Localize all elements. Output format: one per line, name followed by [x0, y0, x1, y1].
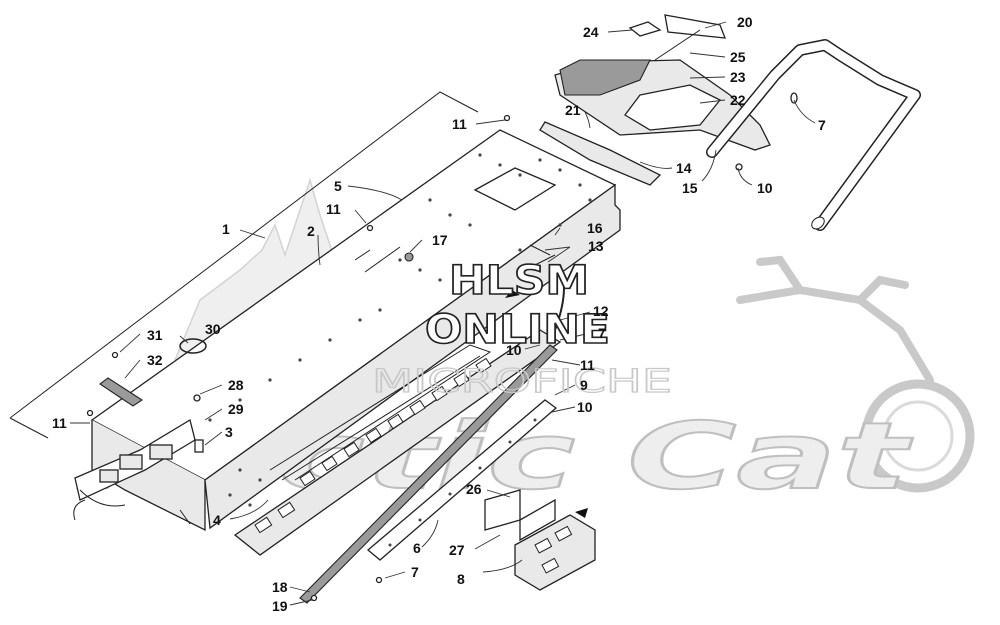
callout-24: 24: [583, 24, 599, 40]
callout-1: 1: [222, 221, 230, 237]
callout-25: 25: [730, 49, 746, 65]
callout-28: 28: [228, 377, 244, 393]
callout-labels: 1 2 3 4 5 6 7 7 7 8 9 10 10 10 11 11 11 …: [52, 14, 826, 614]
callout-10a: 10: [757, 180, 773, 196]
callout-7a: 7: [818, 117, 826, 133]
leader-lines: [70, 21, 816, 606]
callout-26: 26: [466, 481, 482, 497]
plug-17: [404, 252, 414, 262]
callout-20: 20: [737, 14, 753, 30]
callout-6: 6: [413, 540, 421, 556]
callout-12: 12: [593, 303, 609, 319]
tunnel-assembly: [90, 129, 621, 532]
callout-9: 9: [580, 377, 588, 393]
item-1-outline: [9, 91, 479, 439]
callout-27: 27: [449, 542, 465, 558]
callout-23: 23: [730, 69, 746, 85]
callout-7b: 7: [598, 325, 606, 341]
grab-bar: [706, 39, 921, 231]
callout-11b: 11: [326, 201, 341, 217]
ring-clamp-30: [179, 338, 207, 354]
callout-2: 2: [307, 223, 315, 239]
callout-15: 15: [682, 180, 698, 196]
running-board: [233, 329, 562, 556]
callout-11a: 11: [452, 116, 467, 132]
strip-31: [99, 377, 144, 407]
seat-assembly: [539, 14, 771, 186]
harness-cluster: [73, 394, 204, 521]
callout-17: 17: [432, 232, 448, 248]
callout-11d: 11: [580, 357, 595, 373]
hlsm-watermark: HLSM ONLINE MICROFICHE: [371, 257, 672, 400]
callout-31: 31: [147, 327, 163, 343]
callout-11c: 11: [52, 415, 67, 431]
callout-3: 3: [225, 424, 233, 440]
callout-10c: 10: [577, 399, 593, 415]
callout-16: 16: [587, 220, 603, 236]
watermark-line1: HLSM: [449, 258, 589, 304]
callout-19: 19: [272, 598, 288, 614]
side-rails: [299, 344, 558, 604]
bumper-bracket: [484, 489, 596, 591]
callout-21: 21: [565, 102, 581, 118]
callout-7c: 7: [411, 564, 419, 580]
callout-4: 4: [213, 512, 221, 528]
callout-18: 18: [272, 579, 288, 595]
small-parts: [86, 114, 743, 602]
callout-30: 30: [205, 321, 221, 337]
callout-22: 22: [730, 92, 746, 108]
watermark-line2: ONLINE: [425, 307, 610, 353]
callout-13: 13: [588, 238, 604, 254]
callout-29: 29: [228, 401, 244, 417]
callout-14: 14: [676, 160, 692, 176]
callout-5: 5: [334, 178, 342, 194]
watermark-line3: MICROFICHE: [372, 362, 672, 400]
callout-8: 8: [457, 571, 465, 587]
callout-10b: 10: [506, 342, 522, 358]
callout-32: 32: [147, 352, 163, 368]
